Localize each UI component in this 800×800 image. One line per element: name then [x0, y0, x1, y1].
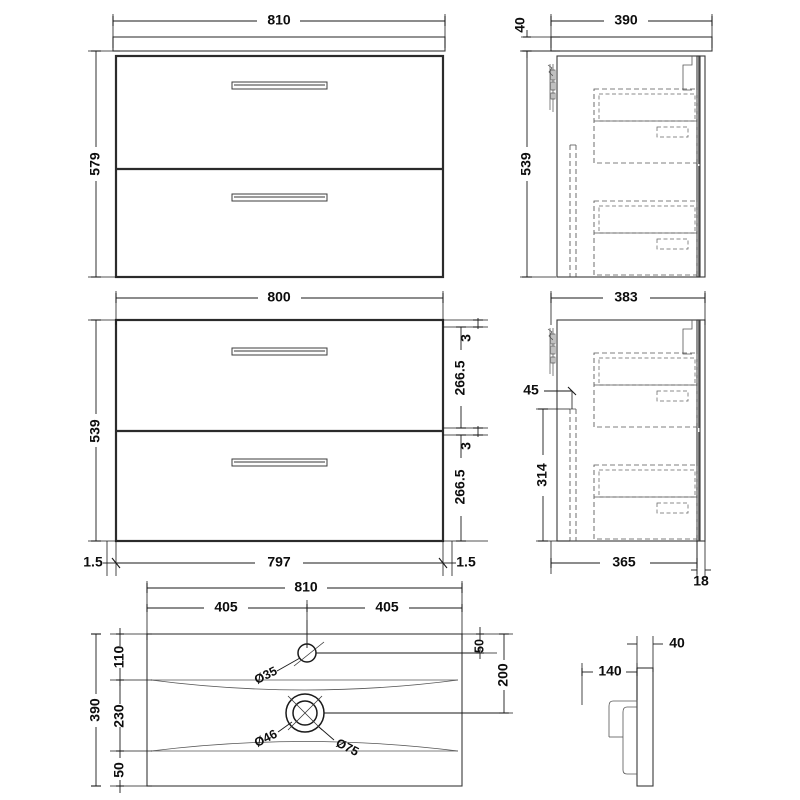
view-basin-side: 40 140: [581, 635, 685, 787]
dimension-390-basin: 390: [87, 633, 103, 787]
dim-label-539-side: 539: [518, 152, 534, 176]
dimension-200: 200: [462, 633, 513, 714]
dim-label-50-front: 50: [111, 762, 127, 778]
basin-front-lip-curve: [150, 741, 459, 752]
dimension-110: 110: [110, 628, 152, 686]
basin-bowl-profile: [608, 700, 637, 775]
dim-label-1-5-right: 1.5: [456, 554, 476, 570]
drawer-box-lower-side: [593, 200, 698, 276]
drawer-box-lower-side-carcass: [593, 464, 698, 540]
carcass-handle-upper: [231, 347, 328, 356]
dimension-314: 314: [534, 408, 570, 542]
top-rail-notch-carcass: [682, 320, 693, 355]
carcass-handle-lower: [231, 458, 328, 467]
dim-label-539-front: 539: [87, 419, 103, 443]
view-front-elevation-carcass: 800 539: [83, 289, 488, 576]
dimension-539-front: 539: [87, 319, 120, 542]
carcass-front-outline: [114, 318, 445, 543]
dim-label-390: 390: [614, 12, 638, 28]
view-side-elevation-carcass: 383 45 314: [523, 289, 711, 589]
dimension-3-lower: 3: [458, 426, 483, 450]
dimension-266-5-lower: 266.5: [452, 434, 468, 542]
inner-stile-side-carcass: [569, 408, 577, 541]
dim-label-266-5-lower: 266.5: [452, 469, 468, 504]
drawer-handle-upper: [231, 81, 328, 90]
view-basin-plan: Ø35 Ø46 Ø75: [87, 579, 513, 793]
dim-label-50-rear: 50: [472, 639, 486, 653]
dimension-40-basin: 40: [627, 635, 685, 672]
dimension-45: 45: [523, 382, 577, 409]
cabinet-body-front: [114, 54, 445, 279]
dim-label-266-5-upper: 266.5: [452, 360, 468, 395]
carcass-side-outline: [556, 55, 706, 278]
dimension-stack-right: 3 266.5 3: [443, 318, 488, 542]
dim-label-390-basin: 390: [87, 698, 103, 722]
dim-label-dia46: Ø46: [252, 727, 279, 750]
dim-label-365: 365: [612, 554, 636, 570]
dimension-266-5-upper: 266.5: [452, 326, 468, 429]
dim-label-dia75: Ø75: [334, 736, 361, 759]
drawer-handle-lower: [231, 193, 328, 202]
tap-hole-label: Ø35: [252, 657, 301, 687]
dim-label-810-top: 810: [267, 12, 291, 28]
dim-label-200: 200: [495, 663, 511, 687]
waste-inner-label: Ø46: [252, 721, 293, 750]
dimension-row-bottom-carcass: 797 1.5 1.5: [83, 541, 476, 576]
dim-label-18: 18: [693, 573, 709, 589]
dimension-140: 140: [581, 663, 638, 705]
basin-back-panel: [636, 667, 654, 787]
dimension-383: 383: [550, 289, 706, 325]
dimension-50-front: 50: [110, 751, 152, 793]
dim-label-40-top: 40: [512, 17, 528, 33]
dim-label-110: 110: [111, 645, 127, 668]
top-rail-notch: [682, 56, 693, 91]
dim-label-140: 140: [598, 663, 622, 679]
worktop-slab: [112, 36, 446, 52]
wall-bracket-detail-carcass: [547, 328, 556, 376]
basin-leader-lines: [316, 652, 504, 714]
dimension-800-top: 800: [115, 289, 444, 325]
dimension-539-side: 539: [518, 50, 556, 278]
dim-label-405-right: 405: [375, 599, 399, 615]
dim-label-230: 230: [111, 704, 127, 728]
dimension-579-left: 579: [87, 50, 120, 278]
dimension-405-pair: 405 405: [146, 599, 463, 648]
dim-label-797: 797: [267, 554, 291, 570]
wall-bracket-detail: [547, 64, 556, 112]
dim-label-405-left: 405: [214, 599, 238, 615]
dim-label-3-lower: 3: [458, 442, 474, 450]
view-side-elevation-with-top: 390 40 539: [512, 12, 713, 278]
basin-outline-plan: [146, 633, 463, 787]
dim-label-3-upper: 3: [458, 334, 474, 342]
dimension-810-top: 810: [112, 12, 446, 48]
waste-outer-label: Ø75: [318, 726, 361, 759]
drawer-box-upper-side-carcass: [593, 352, 698, 428]
basin-rear-lip-curve: [150, 679, 459, 691]
dimension-390-top: 390: [550, 12, 713, 48]
carcass-side-carcass-outline: [556, 319, 706, 542]
dimension-3-upper: 3: [458, 318, 483, 342]
dim-label-1-5-left: 1.5: [83, 554, 103, 570]
waste-hole: [285, 693, 325, 733]
dim-label-579: 579: [87, 152, 103, 176]
dim-label-314: 314: [534, 463, 550, 487]
worktop-slab-side: [550, 36, 713, 52]
dimension-365: 365: [550, 541, 698, 574]
dim-label-383: 383: [614, 289, 638, 305]
dim-label-810-basin: 810: [294, 579, 318, 595]
dimension-18: 18: [691, 541, 711, 589]
dimension-230: 230: [110, 680, 152, 752]
dim-label-40-basin: 40: [669, 635, 685, 651]
dimension-810-basin: 810: [146, 579, 463, 640]
dim-label-dia35: Ø35: [252, 664, 279, 687]
view-front-elevation-with-top: 810 579: [87, 12, 446, 279]
inner-stile-side: [569, 144, 577, 277]
dimension-50-rear: 50: [462, 627, 497, 659]
drawer-box-upper-side: [593, 88, 698, 164]
dim-label-45: 45: [523, 382, 539, 398]
dim-label-800: 800: [267, 289, 291, 305]
